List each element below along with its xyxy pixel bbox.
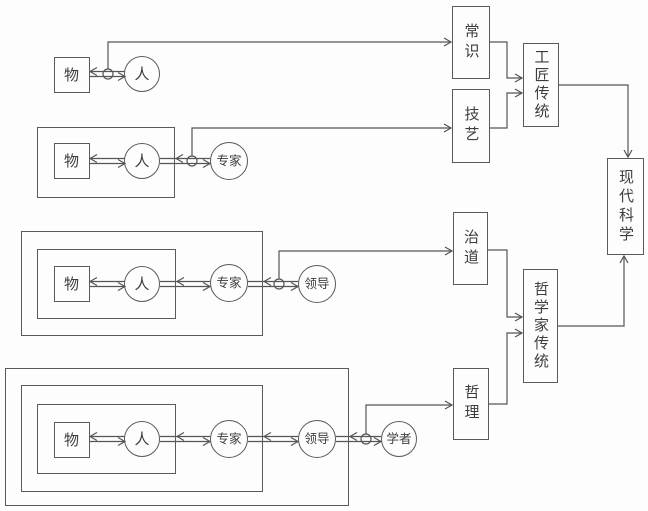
row2-container [37, 127, 175, 198]
tap-line-to-common-sense [107, 41, 451, 69]
person-circle-row3: 人 [124, 266, 160, 302]
row3-connectors [88, 246, 454, 292]
arrow-right-icon [444, 400, 454, 410]
junction-circle [186, 155, 198, 167]
row4-mid-container [21, 385, 263, 492]
arrow-right-icon [514, 73, 524, 83]
arrow-right-icon [514, 88, 524, 98]
thing-box-row3: 物 [54, 266, 90, 302]
thing-box-row1: 物 [54, 57, 90, 93]
craftsman-tradition-box: 工匠传统 [523, 43, 559, 127]
row4-connectors [88, 400, 454, 447]
line-philosopher-to-modern-science [558, 257, 625, 327]
arrow-left-icon [262, 431, 272, 442]
statecraft-box: 治道 [453, 212, 488, 285]
common-sense-box: 常识 [452, 6, 490, 79]
leader-circle-row4: 领导 [298, 420, 336, 458]
row4-inner-container [37, 404, 176, 474]
line-common-sense-to-craftsman [490, 41, 522, 79]
expert-circle-row2: 专家 [210, 142, 248, 180]
line-craft-to-craftsman [490, 92, 522, 129]
leader-circle-row3: 领导 [298, 265, 336, 303]
thing-box-row4: 物 [54, 422, 90, 458]
junction-circle [102, 68, 114, 80]
arrow-up-icon [619, 254, 629, 264]
junction-circle [360, 433, 372, 445]
row4-outer-container [5, 368, 349, 506]
person-circle-row1: 人 [124, 56, 160, 92]
tap-line-to-philosophy [365, 404, 452, 434]
expert-circle-row3: 专家 [210, 264, 248, 302]
line-craftsman-to-modern-science [559, 84, 629, 156]
arrow-right-icon [444, 246, 454, 256]
arrow-left-icon [88, 66, 98, 77]
arrow-left-icon [88, 431, 98, 442]
row3-outer-container [21, 231, 263, 336]
arrow-right-icon [443, 37, 453, 47]
expert-circle-row4: 专家 [210, 420, 248, 458]
arrow-right-icon [514, 328, 524, 338]
arrow-left-icon [175, 431, 185, 442]
person-circle-row2: 人 [124, 143, 160, 179]
row2-connectors [88, 123, 453, 169]
arrow-right-icon [514, 312, 524, 322]
craft-box: 技艺 [452, 89, 490, 163]
philosopher-tradition-box: 哲学家传统 [523, 269, 558, 383]
modern-science-box: 现代科学 [607, 158, 644, 255]
arrow-left-icon [262, 276, 272, 287]
tradition-connectors [488, 41, 633, 405]
philosophy-box: 哲理 [453, 368, 489, 440]
line-philosophy-to-philosopher [489, 332, 522, 405]
arrow-left-icon [88, 276, 98, 287]
row1-connectors [88, 37, 453, 82]
tap-line-to-statecraft [278, 250, 452, 279]
arrow-left-icon [348, 431, 358, 442]
arrow-down-icon [623, 149, 633, 159]
row3-inner-container [37, 249, 176, 319]
arrow-left-icon [88, 153, 98, 164]
line-statecraft-to-philosopher [488, 249, 522, 318]
person-circle-row4: 人 [124, 421, 160, 457]
arrow-left-icon [174, 153, 184, 164]
arrow-right-icon [443, 123, 453, 133]
thing-box-row2: 物 [54, 143, 90, 179]
junction-circle [273, 278, 285, 290]
arrow-left-icon [175, 276, 185, 287]
tap-line-to-craft [191, 127, 451, 156]
scholar-circle-row4: 学者 [381, 421, 417, 457]
